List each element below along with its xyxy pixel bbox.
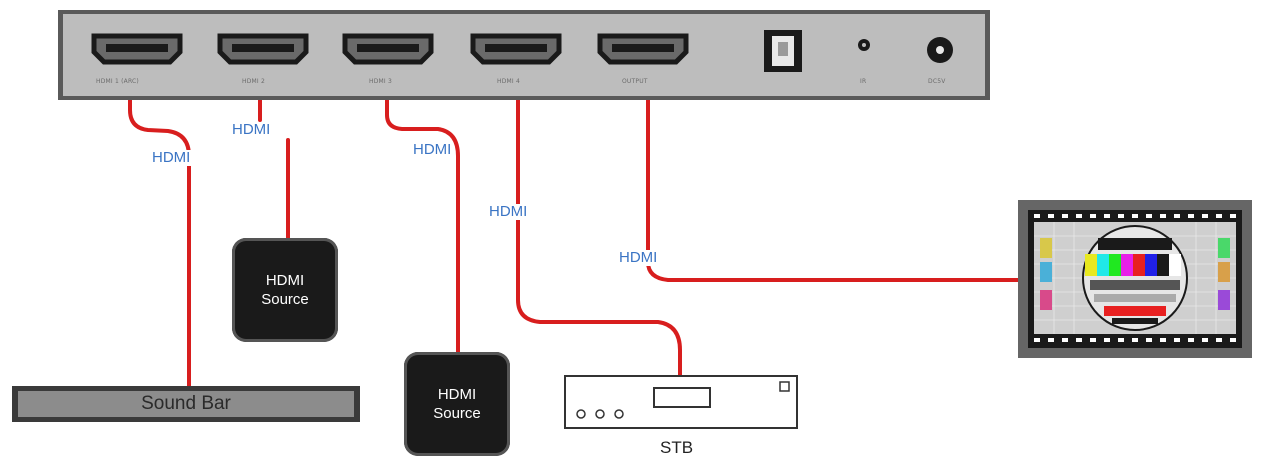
hdmi-source-2-line1: HDMI <box>437 386 477 403</box>
cable-label-hdmi1: HDMI <box>150 149 193 166</box>
sound-bar-label: Sound Bar <box>141 393 231 414</box>
tv-display <box>1018 200 1252 358</box>
cable-label-output: HDMI <box>617 249 660 266</box>
hdmi-port-icons <box>91 33 689 65</box>
cable-hdmi3-source2 <box>385 70 460 362</box>
port-label-hdmi3: HDMI 3 <box>369 78 393 85</box>
test-pattern-color-bars <box>1085 254 1181 276</box>
sound-bar: Sound Bar <box>12 386 360 422</box>
hdmi-port-4 <box>470 33 562 65</box>
hdmi-source-1: HDMI Source <box>232 238 338 342</box>
stb-device <box>564 375 798 429</box>
hdmi-source-2: HDMI Source <box>404 352 510 456</box>
hdmi-source-1-line1: HDMI <box>265 272 305 289</box>
port-label-output: OUTPUT <box>622 78 648 85</box>
cable-label-hdmi3: HDMI <box>411 141 454 158</box>
port-label-hdmi1: HDMI 1 (ARC) <box>96 78 139 85</box>
stb-label: STB <box>660 438 694 457</box>
cable-output-tv <box>646 70 1040 282</box>
hdmi-port-1 <box>91 33 183 65</box>
hdmi-port-3 <box>342 33 434 65</box>
hdmi-port-output <box>597 33 689 65</box>
hdmi-source-2-line2: Source <box>433 405 481 422</box>
power-jack-icon <box>927 37 953 63</box>
cable-hdmi4-stb <box>516 70 682 382</box>
port-label-hdmi4: HDMI 4 <box>497 78 521 85</box>
optical-port-icon <box>764 30 802 72</box>
hdmi-source-1-line2: Source <box>261 291 309 308</box>
cable-label-hdmi4: HDMI <box>487 203 530 220</box>
hdmi-port-2 <box>217 33 309 65</box>
port-label-hdmi2: HDMI 2 <box>242 78 266 85</box>
sound-bar-face: Sound Bar <box>18 391 354 417</box>
hdmi-switch-box <box>58 10 990 100</box>
port-label-power: DC5V <box>928 78 946 85</box>
cable-label-hdmi2: HDMI <box>230 121 273 138</box>
port-label-ir: IR <box>860 78 867 85</box>
ir-jack-icon <box>858 39 870 51</box>
cable-hdmi1-soundbar <box>128 70 191 390</box>
